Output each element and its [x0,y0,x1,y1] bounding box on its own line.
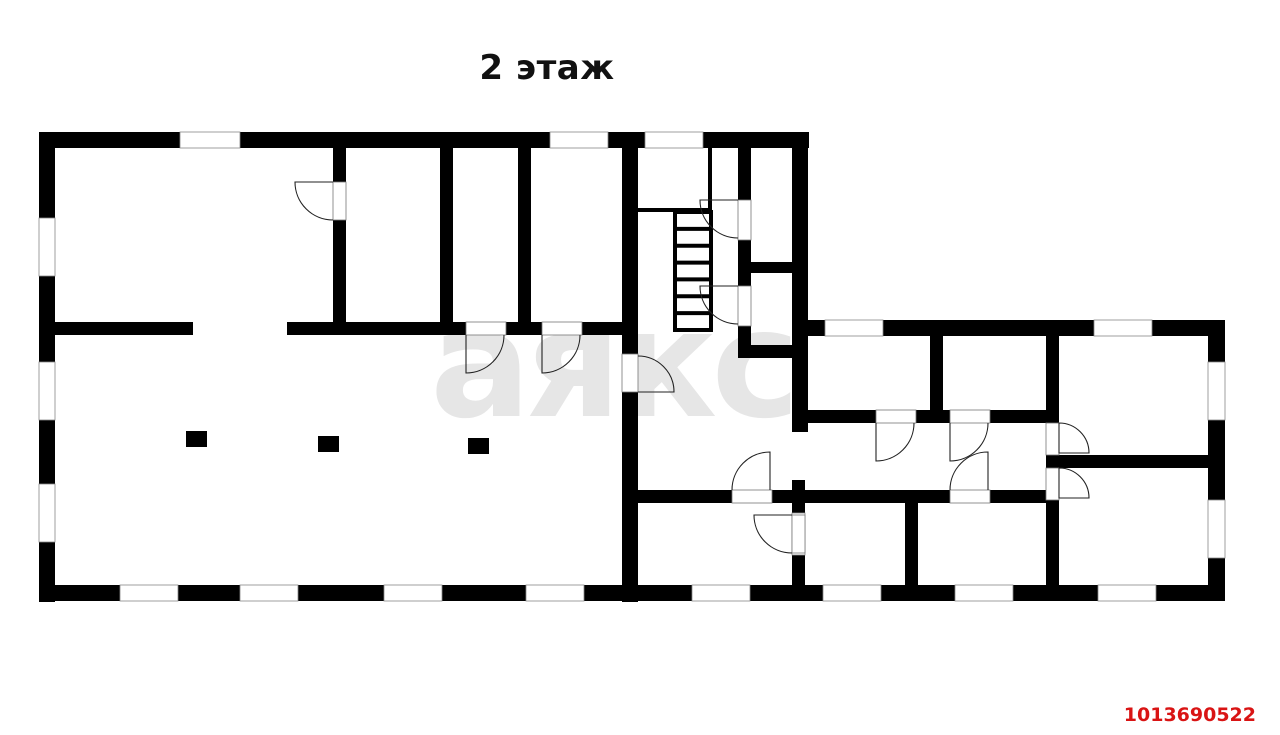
door-opening [621,353,639,393]
wall [440,148,453,328]
door-swing-icon [949,422,989,462]
window [38,483,56,543]
window [38,361,56,421]
door-opening [875,409,917,424]
wall [55,322,193,335]
column [468,438,489,454]
window [1093,319,1153,337]
wall [905,503,918,593]
door-opening [332,181,347,221]
window [119,584,179,602]
door-opening [949,409,991,424]
door-opening [791,514,806,554]
door-swing-icon [699,199,739,239]
door-swing-icon [465,334,505,374]
wall [333,148,346,328]
door-swing-icon [637,355,675,393]
wall [738,345,802,358]
door-opening [1045,467,1060,501]
wall [518,148,531,328]
door-swing-icon [949,451,989,491]
door-swing-icon [753,514,793,554]
window [1097,584,1157,602]
window [1207,499,1226,559]
window [1207,361,1226,421]
window [179,131,241,149]
window [691,584,751,602]
door-opening [949,489,991,504]
window [549,131,609,149]
columns-layer [186,431,489,454]
doors-layer [294,181,1090,554]
stair-outline [673,210,713,332]
door-swing-icon [1058,422,1090,454]
door-swing-icon [875,422,915,462]
door-swing-icon [541,334,581,374]
staircase [673,210,713,332]
column [186,431,207,447]
door-opening [737,285,752,327]
wall [792,132,808,432]
wall [751,262,797,273]
door-opening [737,199,752,241]
floor-title: 2 этаж [479,48,615,88]
window [239,584,299,602]
window [954,584,1014,602]
wall [808,410,1058,423]
door-opening [731,489,773,504]
window [383,584,443,602]
door-swing-icon [731,451,771,491]
door-swing-icon [1058,467,1090,499]
listing-id: 1013690522 [1123,704,1256,726]
window [525,584,585,602]
wall [638,490,1058,503]
window [822,584,882,602]
window [38,217,56,277]
wall [738,148,751,358]
door-opening [465,321,507,336]
windows-layer [38,131,1226,602]
door-opening [1045,422,1060,456]
door-opening [541,321,583,336]
window [824,319,884,337]
column [318,436,339,452]
window [644,131,704,149]
wall [930,336,943,416]
door-swing-icon [294,181,334,221]
wall [1059,455,1209,468]
door-swing-icon [699,285,739,325]
